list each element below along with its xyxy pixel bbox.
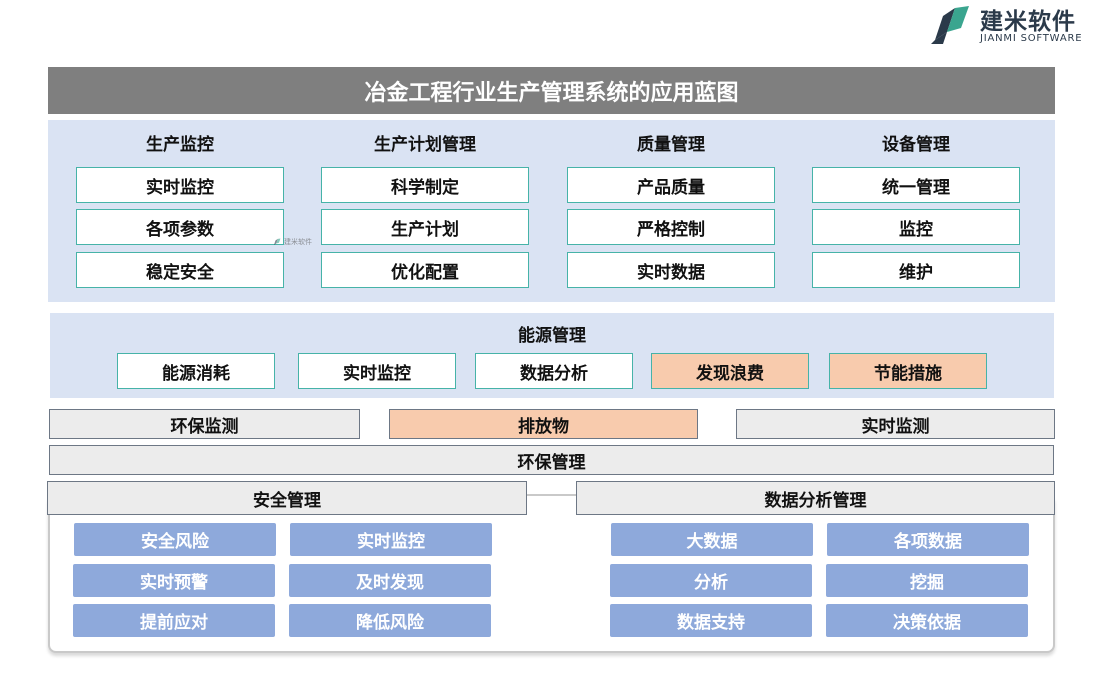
env-heading: 环保管理: [49, 445, 1054, 475]
watermark-text: 建米软件: [284, 237, 312, 246]
brand-name-cn: 建米软件: [980, 9, 1076, 35]
module-item: 科学制定: [321, 167, 529, 203]
module-item: 各项参数: [76, 209, 284, 245]
module-item: 维护: [812, 252, 1020, 288]
jianmi-logo-icon: [931, 6, 969, 44]
data-analysis-item: 数据支持: [610, 604, 812, 637]
brand-name-en: JIANMI SOFTWARE: [980, 33, 1083, 44]
module-item: 实时监控: [76, 167, 284, 203]
safety-item: 降低风险: [289, 604, 491, 637]
energy-item: 实时监控: [298, 353, 456, 389]
module-heading-production-monitoring: 生产监控: [146, 135, 214, 155]
module-item: 生产计划: [321, 209, 529, 245]
module-item: 实时数据: [567, 252, 775, 288]
energy-heading: 能源管理: [518, 326, 586, 346]
safety-item: 及时发现: [289, 564, 491, 597]
data-analysis-item: 大数据: [611, 523, 813, 556]
watermark: 建米软件: [272, 236, 312, 248]
env-item-emissions: 排放物: [389, 409, 698, 439]
env-item-realtime: 实时监测: [736, 409, 1055, 439]
diagram-title: 冶金工程行业生产管理系统的应用蓝图: [48, 67, 1055, 114]
module-heading-equipment: 设备管理: [882, 135, 950, 155]
watermark-logo-icon: [273, 238, 281, 246]
safety-item: 提前应对: [73, 604, 275, 637]
energy-item-highlight: 发现浪费: [651, 353, 809, 389]
modules-panel: 生产监控 生产计划管理 质量管理 设备管理 实时监控 各项参数 稳定安全 科学制…: [48, 120, 1055, 302]
module-heading-quality: 质量管理: [637, 135, 705, 155]
module-item: 产品质量: [567, 167, 775, 203]
safety-item: 实时预警: [73, 564, 275, 597]
module-item: 监控: [812, 209, 1020, 245]
energy-item-highlight: 节能措施: [829, 353, 987, 389]
energy-item: 能源消耗: [117, 353, 275, 389]
module-heading-production-planning: 生产计划管理: [374, 135, 476, 155]
connector-line: [527, 494, 577, 496]
data-analysis-item: 挖掘: [826, 564, 1028, 597]
data-analysis-item: 决策依据: [826, 604, 1028, 637]
energy-item: 数据分析: [475, 353, 633, 389]
energy-panel: 能源管理 能源消耗 实时监控 数据分析 发现浪费 节能措施: [50, 313, 1054, 398]
module-item: 严格控制: [567, 209, 775, 245]
brand-logo: 建米软件 JIANMI SOFTWARE: [925, 2, 1100, 46]
env-item-monitoring: 环保监测: [49, 409, 360, 439]
safety-heading: 安全管理: [47, 481, 527, 515]
safety-item: 实时监控: [290, 523, 492, 556]
module-item: 优化配置: [321, 252, 529, 288]
data-analysis-item: 分析: [610, 564, 812, 597]
module-item: 稳定安全: [76, 252, 284, 288]
module-item: 统一管理: [812, 167, 1020, 203]
data-analysis-heading: 数据分析管理: [576, 481, 1055, 515]
safety-item: 安全风险: [74, 523, 276, 556]
data-analysis-item: 各项数据: [827, 523, 1029, 556]
